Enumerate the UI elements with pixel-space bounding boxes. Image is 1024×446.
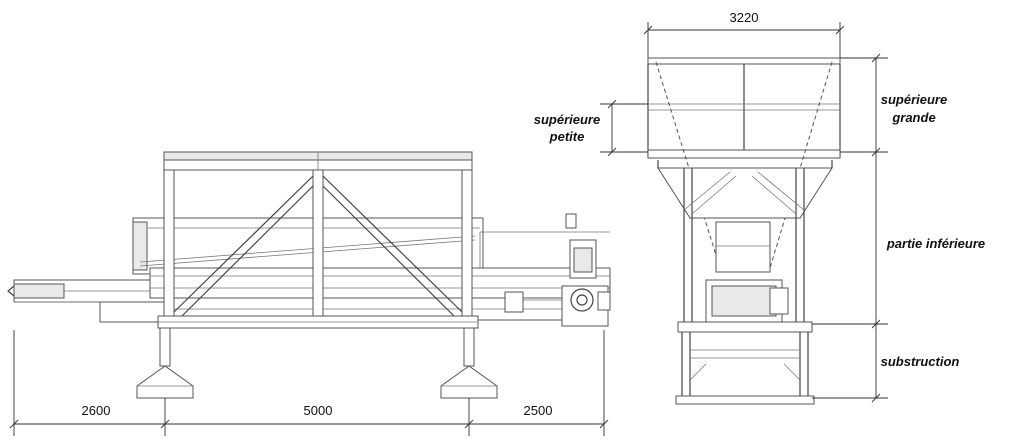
top-small-dimension xyxy=(600,99,648,157)
side-view: 2600 5000 2500 xyxy=(7,151,611,436)
drive-unit xyxy=(504,213,611,327)
front-view: 3220 xyxy=(534,10,985,405)
label-top-large-line1: supérieure xyxy=(881,92,947,107)
feed-conveyor xyxy=(7,279,165,323)
hopper-upper xyxy=(647,57,841,269)
label-top-small-line1: supérieure xyxy=(534,112,600,127)
side-dimension-line xyxy=(9,330,609,436)
dim-seg-middle: 5000 xyxy=(304,403,333,418)
label-lower-part: partie inférieure xyxy=(886,236,985,251)
truss-frame xyxy=(136,151,498,399)
height-dimension-chain xyxy=(812,53,888,403)
dim-seg-right: 2500 xyxy=(524,403,553,418)
label-top-large-line2: grande xyxy=(891,110,935,125)
hopper-lower xyxy=(657,160,833,323)
dim-seg-left: 2600 xyxy=(82,403,111,418)
label-substructure: substruction xyxy=(881,354,960,369)
substructure-frame xyxy=(675,321,815,405)
top-width-dimension xyxy=(643,22,845,60)
dim-width-right: 3220 xyxy=(730,10,759,25)
label-top-small-line2: petite xyxy=(549,129,585,144)
